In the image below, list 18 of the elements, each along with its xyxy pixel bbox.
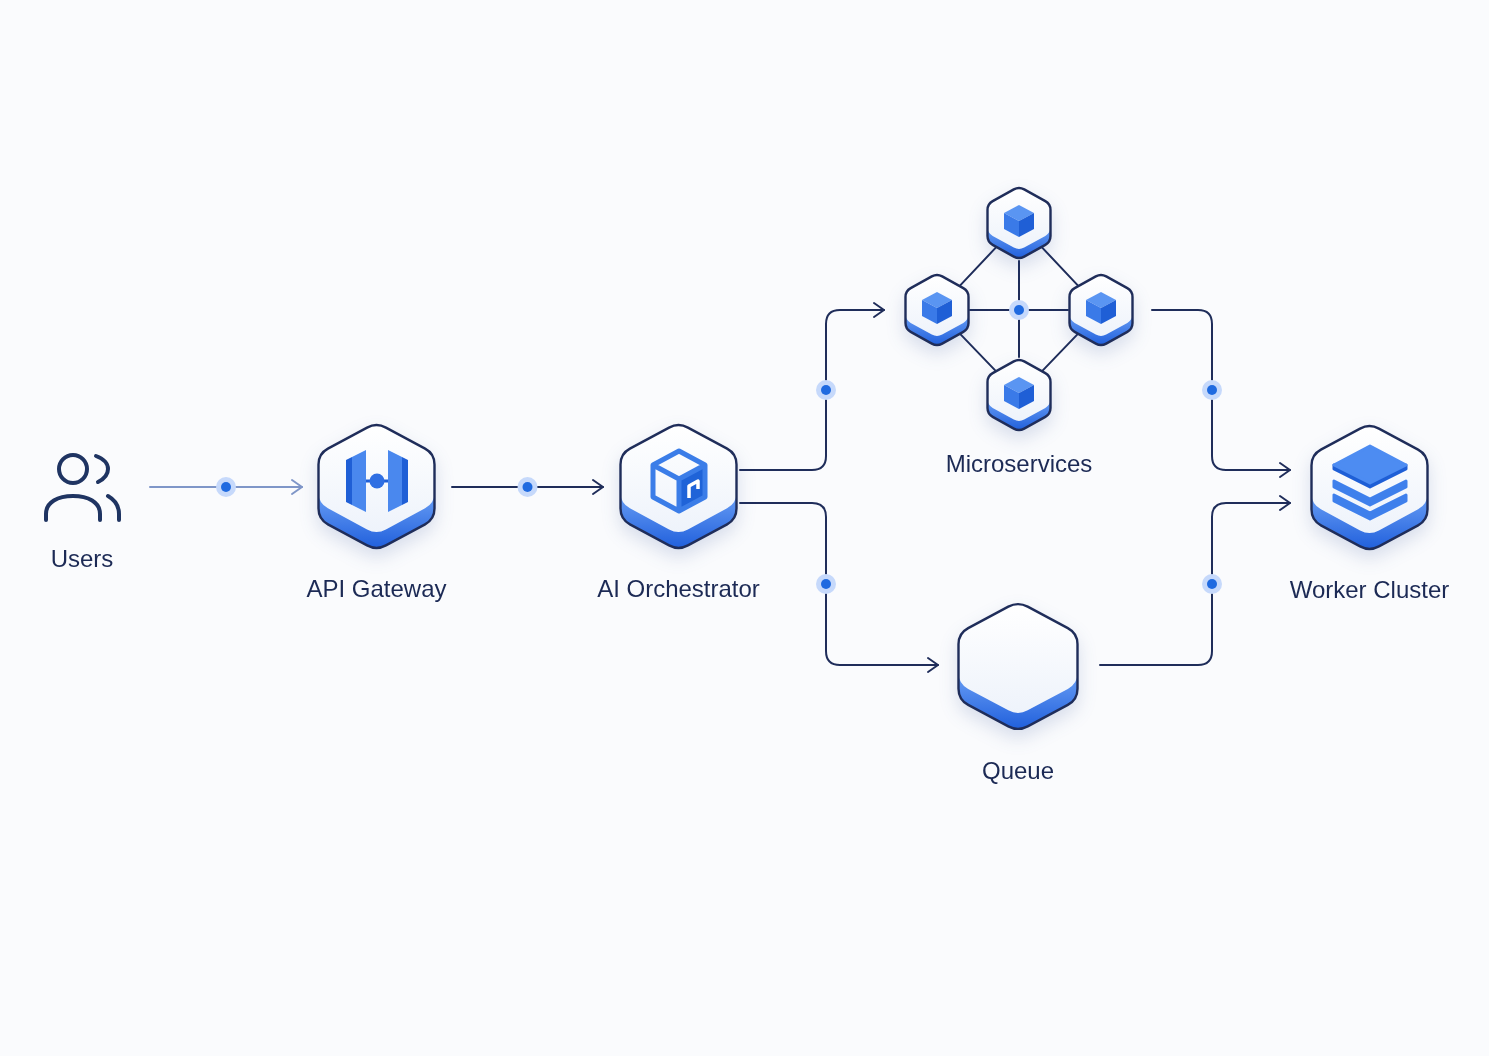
- connector-line: [1041, 333, 1079, 372]
- arrow: [739, 302, 885, 471]
- arrow: [739, 502, 939, 673]
- connector-line: [1018, 260, 1020, 358]
- connector-line: [969, 309, 1069, 311]
- node-label: AI Orchestrator: [597, 574, 760, 603]
- arrow: [451, 479, 604, 495]
- connector-line: [959, 246, 997, 287]
- connector-line: [959, 333, 997, 372]
- arrow: [1099, 495, 1291, 666]
- arrow: [149, 479, 303, 495]
- node-label: Queue: [981, 756, 1055, 785]
- arrow: [1151, 309, 1291, 478]
- node-label: Microservices: [945, 449, 1093, 478]
- connector-line: [1041, 246, 1079, 287]
- node-label: Worker Cluster: [1289, 575, 1450, 604]
- node-label: Users: [50, 544, 114, 573]
- node-label: API Gateway: [306, 574, 447, 603]
